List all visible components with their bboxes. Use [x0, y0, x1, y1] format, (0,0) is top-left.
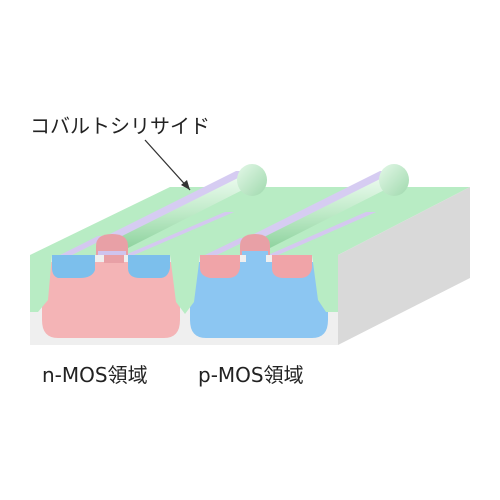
nmos-gate-channel-mark	[104, 255, 124, 263]
pmos-gate-channel-mark	[246, 255, 266, 263]
substrate-side-face	[338, 187, 470, 345]
pmos-gate-back-cap	[379, 164, 409, 196]
n-well-region	[42, 262, 180, 338]
nmos-silicide-strip-right	[125, 212, 234, 255]
pmos-source-diffusion	[200, 255, 240, 278]
p-well-region	[190, 262, 328, 338]
pmos-drain-diffusion	[272, 255, 312, 278]
nmos-region-label: n-MOS領域	[42, 363, 148, 387]
pmos-gate-body	[240, 178, 408, 248]
nmos-gate-body	[96, 178, 266, 248]
nmos-source-diffusion	[52, 255, 95, 278]
callout-line	[144, 139, 191, 191]
nmos-gate-oxide	[98, 251, 126, 255]
callout-arrowhead	[181, 180, 190, 190]
pmos-gate-front-cap	[240, 234, 270, 255]
nmos-gate-front-cap	[96, 234, 128, 255]
pmos-gate-oxide	[242, 251, 268, 255]
pmos-gate-silicide-top	[242, 171, 396, 240]
callout-label: コバルトシリサイド	[30, 114, 210, 138]
sti-middle	[170, 255, 200, 314]
nmos-drain-diffusion	[128, 255, 170, 278]
pmos-silicide-strip-right	[268, 212, 376, 255]
nmos-gate-back-cap	[237, 164, 267, 196]
sti-left	[30, 255, 52, 312]
nmos-gate-silicide-top	[98, 171, 252, 240]
pmos-region-label: p-MOS領域	[198, 363, 304, 387]
pmos-silicide-strip-left	[205, 238, 252, 255]
sti-right	[312, 255, 338, 312]
